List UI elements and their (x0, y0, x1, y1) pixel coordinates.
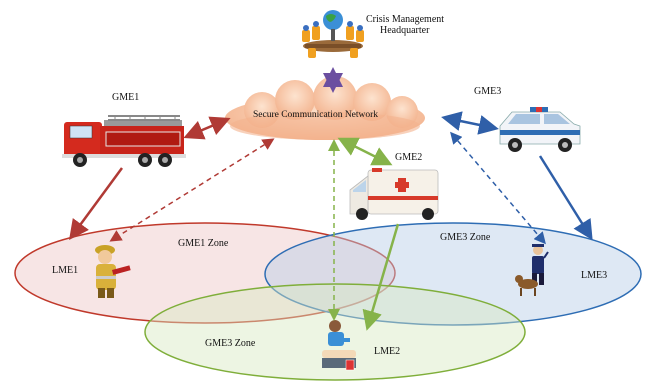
gme1-zone-label: GME1 Zone (178, 238, 229, 249)
gme2-lme2-link (362, 223, 400, 331)
gme2-network-link (337, 137, 393, 166)
gme1-label: GME1 (112, 92, 140, 103)
lme2-label: LME2 (374, 346, 401, 357)
lme1-label: LME1 (52, 265, 79, 276)
gme3-zone-label-green: GME3 Zone (205, 338, 256, 349)
gme3-network-link (441, 111, 499, 135)
ambulance-icon (349, 168, 439, 220)
network-lme3-link (450, 131, 546, 245)
police-dog-handler-icon (515, 244, 549, 296)
headquarter-label: Crisis Management Headquarter (366, 14, 476, 36)
gme3-zone-label-blue: GME3 Zone (440, 232, 491, 243)
gme3-lme3-link (538, 155, 593, 241)
gme1-network-link (183, 116, 231, 140)
meeting-table-globe-icon (302, 10, 364, 58)
gme1-lme1-link (69, 167, 124, 241)
network-lme1-link (109, 138, 275, 242)
headquarter-label-line1: Crisis Management (366, 14, 445, 25)
lme3-label: LME3 (581, 270, 608, 281)
gme3-label: GME3 (474, 86, 502, 97)
paramedic-cpr-icon (322, 320, 356, 371)
fire-truck-icon (62, 115, 186, 167)
gme2-label: GME2 (395, 152, 423, 163)
firefighter-icon (95, 245, 131, 298)
headquarter-label-line2: Headquarter (380, 25, 430, 36)
network-label: Secure Communication Network (253, 110, 379, 120)
cloud-icon (225, 76, 425, 140)
police-car-icon (499, 107, 581, 152)
